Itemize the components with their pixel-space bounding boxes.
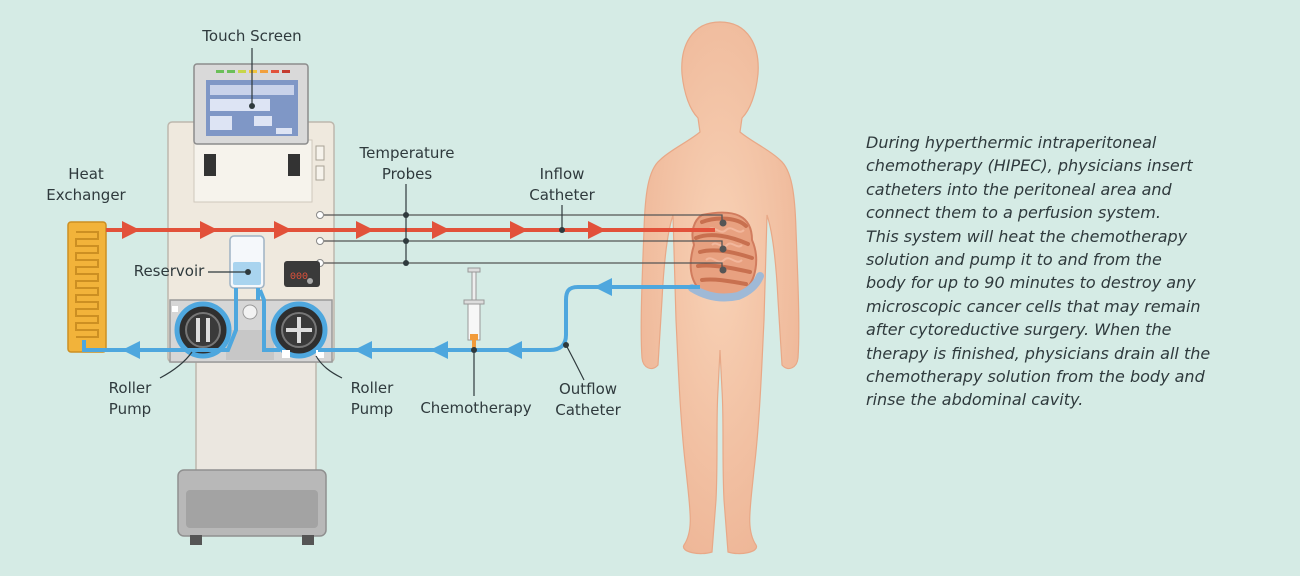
description-line: During hyperthermic intraperitoneal	[866, 133, 1157, 152]
perfusion-machine	[167, 121, 335, 545]
label-reservoir: Reservoir	[133, 262, 205, 280]
label-outflow-catheter: Outflow Catheter	[555, 380, 621, 419]
label-temperature-probes: Temperature Probes	[359, 144, 455, 183]
callout-leaders	[159, 48, 585, 396]
label-chemotherapy: Chemotherapy	[420, 399, 532, 417]
label-touch-screen: Touch Screen	[202, 27, 302, 45]
inflow-line	[106, 221, 715, 239]
label-inflow-catheter: Inflow Catheter	[529, 165, 595, 204]
description-line: catheters into the peritoneal area and	[866, 179, 1172, 199]
description-line: chemotherapy solution from the body and	[866, 367, 1205, 387]
callout-dots	[245, 103, 569, 353]
description-text: During hyperthermic intraperitoneal chem…	[866, 131, 1276, 412]
label-roller-pump-right: Roller Pump	[350, 379, 394, 418]
label-roller-pump-left: Roller Pump	[108, 379, 152, 418]
label-heat-exchanger: Heat Exchanger	[46, 165, 126, 204]
chemotherapy-syringe	[463, 267, 485, 350]
description-line: chemotherapy (HIPEC), physicians insert	[866, 156, 1193, 176]
description-line: body for up to 90 minutes to destroy any	[866, 273, 1196, 293]
heat-exchanger	[67, 221, 107, 353]
description-line: therapy is finished, physicians drain al…	[866, 343, 1211, 363]
display-readout: 000	[290, 272, 308, 283]
description-line: solution and pump it to and from the	[866, 250, 1162, 270]
temperature-probe-wires	[324, 214, 727, 274]
status-leds	[216, 70, 290, 73]
description-line: microscopic cancer cells that may remain	[866, 296, 1201, 316]
description-line: rinse the abdominal cavity.	[866, 390, 1084, 410]
description-line: connect them to a perfusion system.	[866, 203, 1161, 223]
intestine	[688, 211, 764, 302]
description-line: This system will heat the chemotherapy	[866, 226, 1188, 246]
description-line: after cytoreductive surgery. When the	[866, 320, 1172, 340]
outflow-line	[82, 278, 700, 359]
